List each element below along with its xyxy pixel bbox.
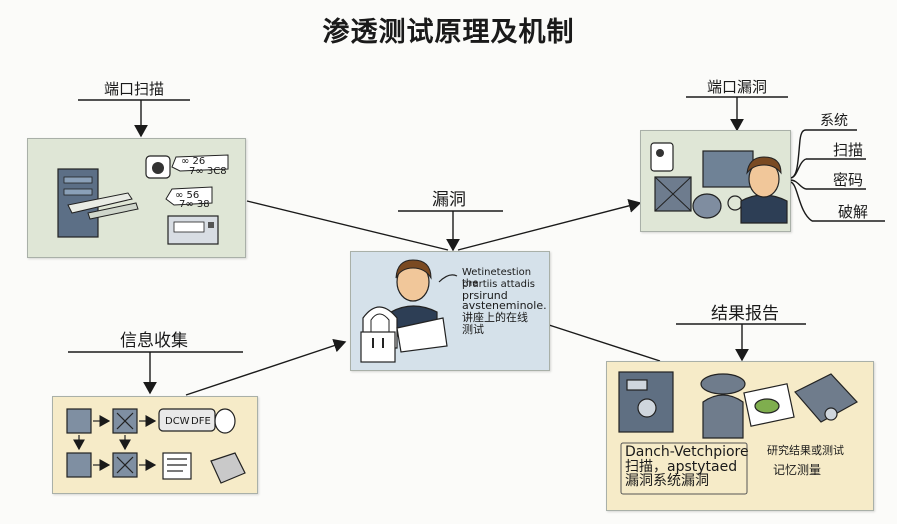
center-text-6: 测试 (462, 323, 484, 336)
branch-system: 系统 (820, 113, 848, 129)
analyst-illustration (360, 259, 458, 363)
center-text-2: prartiis attadis (462, 279, 535, 290)
page-title: 渗透测试原理及机制 (322, 17, 575, 48)
panel-port-vuln (640, 130, 791, 232)
info-tag-2: DFE (191, 416, 211, 427)
branch-crack: 破解 (838, 203, 869, 221)
label-result-report: 结果报告 (711, 304, 779, 324)
panel-center-vuln: Wetinetestion the prartiis attadis prsir… (350, 251, 550, 371)
arrow-info-to-center (185, 338, 347, 396)
bubble-2-text-b: 7∞ 38 (179, 199, 210, 210)
center-text-5: 讲座上的在线 (462, 311, 528, 324)
label-info-gather: 信息收集 (120, 331, 188, 351)
panel-result-report: Danch-Vetchpiore 扫描，apstytaed 漏洞系统漏洞 研究结… (606, 361, 874, 511)
bubble-2-text-a: ∞ 56 (175, 190, 200, 201)
center-text-1: Wetinetestion the (462, 267, 532, 289)
line-port-to-center (246, 200, 449, 251)
label-port-scan: 端口扫描 (104, 80, 165, 98)
technician-illustration (650, 142, 788, 224)
result-text-1: Danch-Vetchpiore (625, 444, 749, 460)
panel-info-gather: DCW DFE (52, 396, 258, 494)
branch-scan: 扫描 (833, 141, 864, 159)
bubble-1-text-b: 7∞ 3C8 (189, 166, 227, 177)
label-vuln: 漏洞 (432, 190, 466, 210)
panel-port-scan: ∞ 26 7∞ 3C8 ∞ 56 7∞ 38 (27, 138, 246, 258)
center-text-3: prsirund (462, 289, 508, 302)
result-text-right-2: 记忆测量 (773, 463, 822, 477)
label-port-vuln: 端口漏洞 (707, 78, 768, 96)
arrow-center-to-vuln (457, 199, 642, 251)
report-devices-illustration (618, 371, 858, 495)
data-collection-illustration (66, 408, 246, 484)
bracket-2 (789, 158, 807, 179)
line-center-to-result (548, 324, 661, 362)
center-text-4: avsteneminole. (462, 299, 547, 312)
bracket-4 (789, 181, 813, 222)
bracket-3 (789, 179, 807, 190)
result-text-3: 漏洞系统漏洞 (625, 473, 709, 489)
info-tag-1: DCW (165, 416, 190, 427)
branch-password: 密码 (833, 171, 864, 189)
result-text-right-1: 研究结果或测试 (767, 444, 844, 457)
bubble-1-text-a: ∞ 26 (181, 156, 206, 167)
server-terminal-illustration (57, 154, 229, 245)
result-text-2: 扫描，apstytaed (625, 459, 738, 475)
